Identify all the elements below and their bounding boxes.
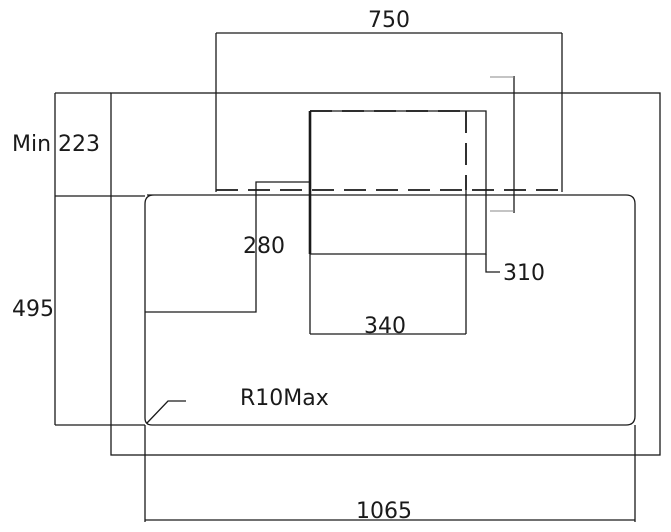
dim-1065-label: 1065 <box>356 499 412 524</box>
dim-310-leader <box>485 254 500 273</box>
appliance-outline <box>310 110 487 255</box>
dim-340-label: 340 <box>364 314 406 339</box>
dim-280-label: 280 <box>243 234 285 259</box>
dim-495-label: 495 <box>12 297 54 322</box>
dim-min223-label: Min 223 <box>12 132 100 157</box>
outer-frame <box>110 92 661 456</box>
counter-outline <box>144 194 636 426</box>
radius-leader <box>146 400 186 424</box>
radius-label: R10Max <box>240 386 329 411</box>
dim-280-step <box>145 181 310 313</box>
dim-310-label: 310 <box>503 261 545 286</box>
dim-750-label: 750 <box>368 8 410 33</box>
hood-dashed-outline <box>216 110 560 191</box>
